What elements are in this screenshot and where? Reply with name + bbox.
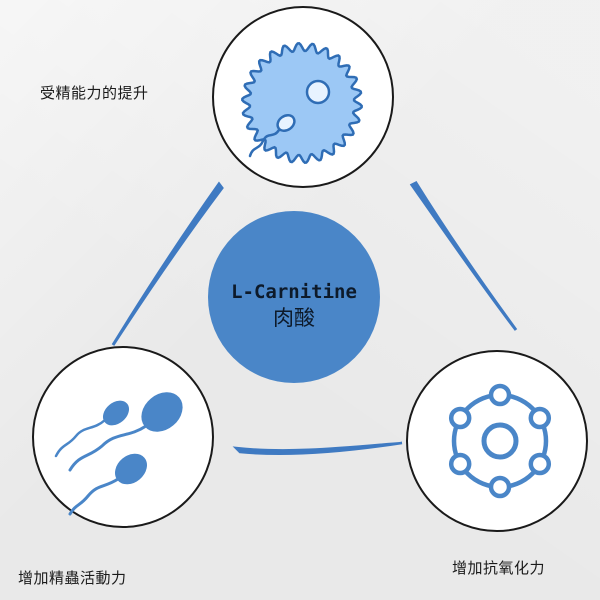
molecule-node (528, 452, 552, 476)
center-title: L-Carnitine (231, 281, 357, 303)
molecule-node (488, 475, 512, 499)
molecule-node (448, 452, 472, 476)
connector-top-left (111, 181, 224, 346)
molecule-node (448, 406, 472, 430)
molecule-ring-icon (448, 383, 552, 499)
center-text: L-Carnitine 肉酸 (206, 280, 382, 332)
center-circle (208, 211, 380, 383)
center-subtitle: 肉酸 (273, 306, 315, 330)
node-label-fertility: 受精能力的提升 (40, 84, 149, 102)
connector-bottom (232, 441, 403, 456)
node-right (406, 350, 588, 532)
connector-top-right (409, 181, 518, 331)
node-label-antioxidant: 增加抗氧化力 (452, 559, 546, 577)
molecule-node (488, 383, 512, 407)
node-left (32, 346, 214, 528)
sperm-cells-icon (54, 392, 183, 516)
molecule-node (528, 406, 552, 430)
node-top (212, 6, 394, 188)
egg-and-sperm-icon (241, 42, 363, 164)
node-label-sperm-motility: 增加精蟲活動力 (18, 569, 127, 587)
